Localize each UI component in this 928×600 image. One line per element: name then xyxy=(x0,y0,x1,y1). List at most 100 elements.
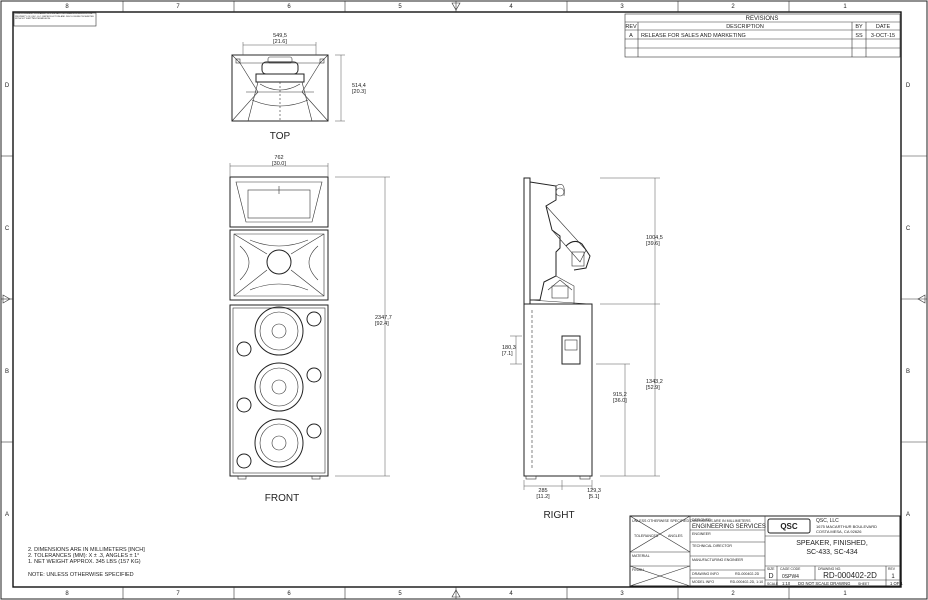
cage-label: CAGE CODE xyxy=(780,567,801,571)
right-view-label: RIGHT xyxy=(543,510,574,521)
top-depth-dim-in: [20.3] xyxy=(352,89,366,95)
date-header: DATE xyxy=(876,24,891,30)
front-height-dim-in: [92.4] xyxy=(375,321,389,327)
mfg-engineer-label: MANUFACTURING ENGINEER xyxy=(692,558,744,562)
row-label-right: C xyxy=(906,226,911,232)
top-width-dim: 549,5 xyxy=(273,33,287,39)
col-label-top: 1 xyxy=(843,4,847,10)
revisions-title: REVISIONS xyxy=(746,16,779,22)
company-address-2: COSTA MESA, CA 92626 xyxy=(816,529,862,534)
front-height-dim: 2347,7 xyxy=(375,315,392,321)
finish-label: FINISH xyxy=(632,568,644,572)
by-cell: SS xyxy=(855,33,863,39)
front-view xyxy=(229,176,329,480)
scale-label: SCALE xyxy=(767,582,779,586)
scale-value: 1:10 xyxy=(782,581,791,586)
rev-header: REV xyxy=(625,24,637,30)
model-info-value: RD-000402-2D, 1:10 xyxy=(730,580,763,584)
top-width-dim-in: [21.6] xyxy=(273,39,287,45)
row-label-right: D xyxy=(906,83,911,89)
col-label-top: 7 xyxy=(176,4,180,10)
model-info-label: MODEL INFO xyxy=(692,580,714,584)
proprietary-note-box xyxy=(13,12,97,27)
note-dimensions: 2. DIMENSIONS ARE IN MILLIMETERS [INCH] xyxy=(28,547,145,553)
top-view xyxy=(231,54,329,122)
drawing-number-label: DRAWING NO. xyxy=(818,567,841,571)
row-label-left: C xyxy=(5,226,10,232)
col-label-top: 6 xyxy=(287,4,291,10)
revisions-table: REVISIONS REV DESCRIPTION BY DATE A RELE… xyxy=(624,13,901,58)
row-label-right: B xyxy=(906,369,910,375)
size-label: SIZE xyxy=(767,567,775,571)
sheet-value: 1 OF 1 xyxy=(890,581,903,586)
top-view-label: TOP xyxy=(270,131,291,142)
company-logo: QSC xyxy=(780,522,798,531)
right-view xyxy=(523,177,593,480)
right-panel-dim-in: [7.1] xyxy=(502,351,513,357)
note-tolerances: 2. TOLERANCES (MM): X ± .3, ANGLES ± 1° xyxy=(28,553,139,559)
front-width-dim-in: [30.0] xyxy=(272,161,286,167)
rev-cell: A xyxy=(629,33,633,39)
right-base-dim: 285 xyxy=(538,488,547,494)
company-address-1: 1675 MACARTHUR BOULEVARD xyxy=(816,524,877,529)
top-dimensions xyxy=(242,42,345,122)
row-label-left: B xyxy=(5,369,9,375)
tech-director-label: TECHNICAL DIRECTOR xyxy=(692,544,732,548)
row-label-left: D xyxy=(5,83,10,89)
rev-label: REV xyxy=(888,567,896,571)
rev-value: 1 xyxy=(891,574,895,580)
col-label-bottom: 3 xyxy=(620,591,624,597)
col-label-top: 2 xyxy=(731,4,735,10)
tolerances-label: TOLERANCES xyxy=(634,534,659,538)
col-label-bottom: 6 xyxy=(287,591,291,597)
engineer-label: ENGINEER xyxy=(692,532,711,536)
col-label-top: 3 xyxy=(620,4,624,10)
drawing-title-line-1: SPEAKER, FINISHED, xyxy=(796,540,868,547)
col-label-bottom: 8 xyxy=(65,591,69,597)
front-dimensions xyxy=(229,163,390,477)
note-weight: 1. NET WEIGHT APPROX. 345 LBS (157 KG) xyxy=(28,559,141,565)
drawing-info-value: RD-000402-2D xyxy=(735,572,760,576)
top-depth-dim: 514,4 xyxy=(352,83,366,89)
row-label-left: A xyxy=(5,512,9,518)
company-name: QSC, LLC xyxy=(816,518,839,524)
right-panel-dim: 180,3 xyxy=(502,345,516,351)
designer-label: DESIGNER xyxy=(692,518,711,522)
drawing-title-line-2: SC-433, SC-434 xyxy=(806,549,857,556)
col-label-bottom: 7 xyxy=(176,591,180,597)
unless-note: UNLESS OTHERWISE SPECIFIED DIMENSIONS AR… xyxy=(632,519,751,523)
inner-border xyxy=(12,11,902,588)
col-label-bottom: 5 xyxy=(398,591,402,597)
col-label-bottom: 2 xyxy=(731,591,735,597)
right-offset-dim: 129,3 xyxy=(587,488,601,494)
right-lower-dim: 1343,2 xyxy=(646,379,663,385)
material-label: MATERIAL xyxy=(632,554,650,558)
notes-header: NOTE: UNLESS OTHERWISE SPECIFIED xyxy=(28,572,134,578)
right-lower-dim-in: [52.9] xyxy=(646,385,660,391)
front-width-dim: 762 xyxy=(274,155,283,161)
front-view-label: FRONT xyxy=(265,493,299,504)
right-panel-height-dim-in: [36.0] xyxy=(613,398,627,404)
right-base-dim-in: [11.2] xyxy=(536,494,550,500)
do-not-scale-label: DO NOT SCALE DRAWING xyxy=(798,581,850,586)
proprietary-note: THIS DOCUMENT CONTAINS PROPRIETARY INFOR… xyxy=(15,13,95,21)
col-label-bottom: 4 xyxy=(509,591,513,597)
cage-value: 0SPW4 xyxy=(782,574,799,580)
right-upper-dim: 1004,5 xyxy=(646,235,663,241)
drawing-info-label: DRAWING INFO xyxy=(692,572,719,576)
by-header: BY xyxy=(855,24,863,30)
row-label-right: A xyxy=(906,512,910,518)
col-label-bottom: 1 xyxy=(843,591,847,597)
date-cell: 3-OCT-15 xyxy=(871,33,895,39)
drawing-number: RD-000402-2D xyxy=(823,571,877,580)
right-dimensions xyxy=(510,177,660,490)
col-label-top: 5 xyxy=(398,4,402,10)
angles-label: ANGLES xyxy=(668,534,683,538)
size-value: D xyxy=(768,573,773,580)
description-header: DESCRIPTION xyxy=(726,24,764,30)
col-label-top: 8 xyxy=(65,4,69,10)
sheet-label: SHEET xyxy=(858,582,869,586)
right-panel-height-dim: 915,2 xyxy=(613,392,627,398)
